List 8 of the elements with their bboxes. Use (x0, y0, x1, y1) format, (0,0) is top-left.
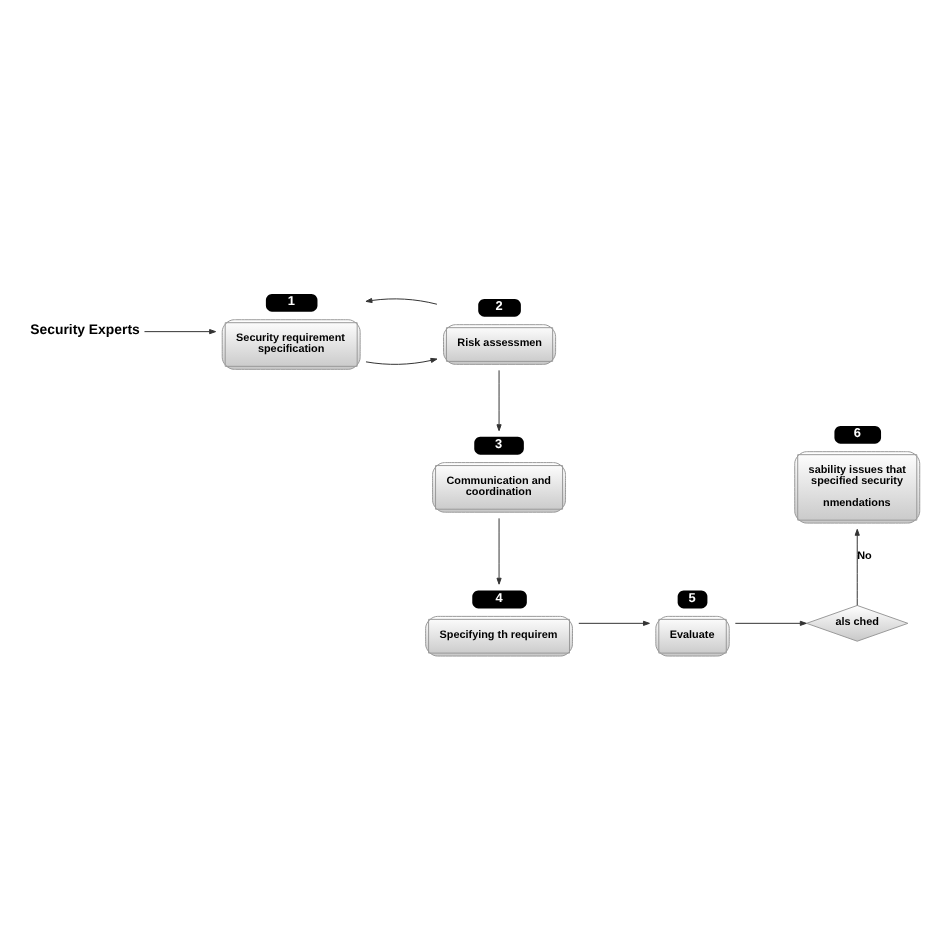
arrow (496, 368, 502, 431)
arrow (365, 296, 438, 304)
arrow (496, 516, 502, 584)
arrow (578, 619, 650, 625)
arrow (854, 527, 860, 605)
arrow (365, 356, 438, 364)
arrow (144, 328, 217, 334)
arrow (734, 619, 807, 625)
